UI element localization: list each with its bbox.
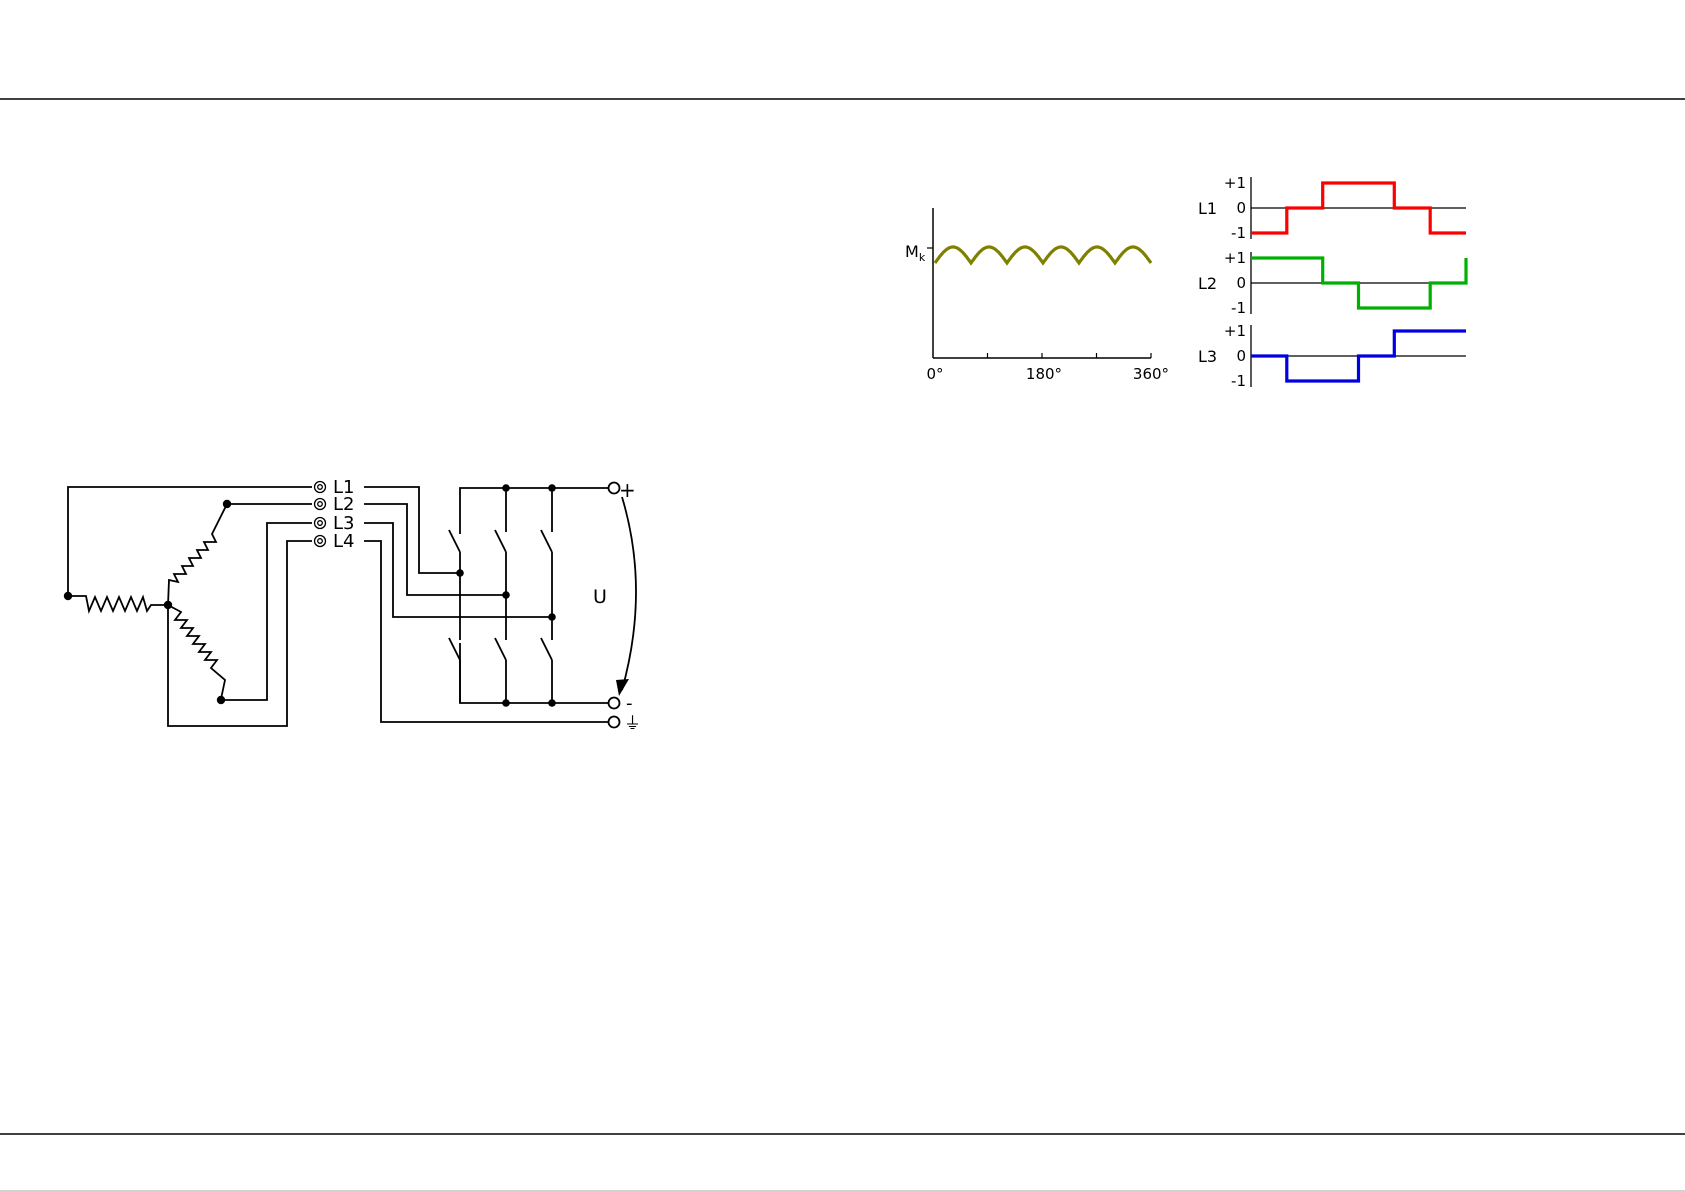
bridge-wire-l4 <box>364 541 608 722</box>
torque-tick-label-360: 360° <box>1133 365 1169 383</box>
coil-lower <box>168 605 225 699</box>
voltage-label: U <box>593 586 607 608</box>
phase-tick-label: -1 <box>1231 224 1246 242</box>
terminal-label-l2: L2 <box>333 494 354 515</box>
bridge-wire-l1 <box>364 487 460 573</box>
phase-tick-label: +1 <box>1224 249 1246 267</box>
minus-rail <box>460 643 608 703</box>
phase-tick-label: 0 <box>1236 199 1246 217</box>
plus-rail <box>460 488 608 534</box>
minus-label: - <box>626 693 633 714</box>
coil-upper <box>168 504 227 605</box>
phase-tick-label: +1 <box>1224 174 1246 192</box>
phase-plots: +10-1L1+10-1L2+10-1L3 <box>1198 174 1466 390</box>
phase-name-label: L1 <box>1198 199 1217 218</box>
torque-tick-label-0: 0° <box>926 365 943 383</box>
plus-label: + <box>619 478 636 502</box>
phase-tick-label: -1 <box>1231 299 1246 317</box>
phase-row-l1: +1 0 -1 L1 <box>1198 174 1466 242</box>
terminal-label-l4: L4 <box>333 531 354 552</box>
torque-plot: Mk 0° 180° 360° <box>905 208 1169 383</box>
bridge-wire-l2 <box>364 504 506 595</box>
torque-ripple-line <box>935 247 1151 263</box>
phase-tick-label: 0 <box>1236 274 1246 292</box>
terminal-connectors <box>315 482 326 547</box>
phase-tick-label: -1 <box>1231 372 1246 390</box>
voltage-arrow <box>622 497 636 690</box>
wire-l3 <box>221 523 312 700</box>
coil-left <box>68 596 168 611</box>
phase-name-label: L3 <box>1198 347 1217 366</box>
ground-label: ⏚ <box>624 714 641 734</box>
torque-tick-label-180: 180° <box>1026 365 1062 383</box>
phase-tick-label: 0 <box>1236 347 1246 365</box>
phase-row-l2: +1 0 -1 L2 <box>1198 249 1466 317</box>
output-terminals <box>609 483 620 728</box>
phase-name-label: L2 <box>1198 274 1217 293</box>
phase-row-l3: +1 0 -1 L3 <box>1198 322 1466 390</box>
phase-tick-label: +1 <box>1224 322 1246 340</box>
torque-y-label: Mk <box>905 242 926 264</box>
